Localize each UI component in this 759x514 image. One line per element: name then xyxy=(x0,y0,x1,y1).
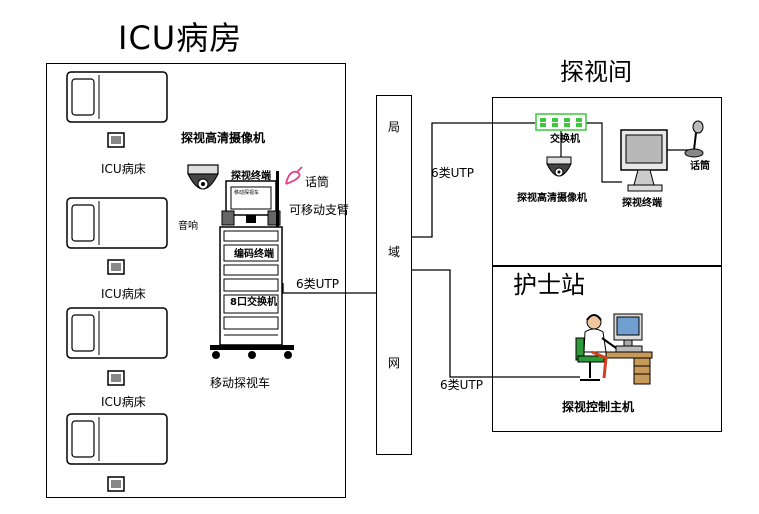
dome-camera-icon xyxy=(187,164,219,190)
monitor-icon xyxy=(620,129,668,192)
microphone xyxy=(283,166,305,192)
visit-terminal-label: 探视终端 xyxy=(622,198,662,209)
nurse-station-title: 护士站 xyxy=(513,271,585,299)
visit-mic-label: 话筒 xyxy=(690,161,710,172)
nurse-workstation xyxy=(572,308,656,392)
lan-box xyxy=(376,95,412,455)
lan-char-3: 网 xyxy=(388,356,401,370)
cart-encoder-label: 编码终端 xyxy=(234,249,274,260)
visit-room-box xyxy=(492,97,722,266)
icu-bed-4 xyxy=(66,413,168,469)
visit-switch xyxy=(535,113,587,135)
mobile-cart xyxy=(208,163,298,365)
movable-arm-label: 可移动支臂 xyxy=(289,203,350,217)
cart-caption: 移动探视车 xyxy=(210,376,271,390)
cable-label-nurse: 6类UTP xyxy=(440,378,483,392)
mobile-cart-graphic xyxy=(210,171,294,359)
visit-camera xyxy=(545,156,573,192)
icu-bed-label-1: ICU病床 xyxy=(101,162,146,176)
speaker-label: 音响 xyxy=(178,221,198,232)
phone-icon xyxy=(107,132,125,148)
cable-label-visit: 6类UTP xyxy=(431,166,474,180)
icu-bed-label-3: ICU病床 xyxy=(101,395,146,409)
dome-camera-icon xyxy=(546,156,572,177)
nurse-station-box xyxy=(492,266,722,432)
bed-phone-2 xyxy=(107,259,125,279)
bed-phone-3 xyxy=(107,370,125,390)
network-switch-icon xyxy=(535,113,587,131)
cart-screen-text: 移动探视车 xyxy=(234,190,260,196)
bed-icon xyxy=(66,71,168,123)
icu-ward-box xyxy=(46,63,346,498)
phone-icon xyxy=(107,259,125,275)
nurse-host-label: 探视控制主机 xyxy=(562,400,635,414)
icu-ward-title: ICU病房 xyxy=(118,19,243,57)
phone-icon xyxy=(107,370,125,386)
lan-char-2: 域 xyxy=(388,245,401,259)
bed-phone-4 xyxy=(107,476,125,496)
visit-room-title: 探视间 xyxy=(560,58,632,86)
visit-terminal xyxy=(620,129,670,197)
cart-switch-label: 8口交换机 xyxy=(230,297,277,308)
cart-terminal-label: 探视终端 xyxy=(231,171,271,182)
visit-switch-label: 交换机 xyxy=(550,134,580,145)
bed-icon xyxy=(66,197,168,249)
desk-microphone-icon xyxy=(684,120,704,158)
bed-icon xyxy=(66,307,168,359)
phone-icon xyxy=(107,476,125,492)
icu-camera xyxy=(185,164,221,210)
icu-bed-3 xyxy=(66,307,168,363)
bed-phone-1 xyxy=(107,132,125,152)
visit-camera-label: 探视高清摄像机 xyxy=(517,193,587,204)
microphone-icon xyxy=(285,166,303,185)
icu-mic-label: 话筒 xyxy=(305,175,330,189)
visit-microphone xyxy=(684,120,708,164)
icu-bed-1 xyxy=(66,71,168,127)
cable-label-cart: 6类UTP xyxy=(296,277,339,291)
icu-bed-label-2: ICU病床 xyxy=(101,287,146,301)
icu-bed-2 xyxy=(66,197,168,253)
icu-camera-label: 探视高清摄像机 xyxy=(181,131,266,145)
lan-char-1: 局 xyxy=(388,120,401,134)
operator-workstation-icon xyxy=(575,313,653,385)
bed-icon xyxy=(66,413,168,465)
